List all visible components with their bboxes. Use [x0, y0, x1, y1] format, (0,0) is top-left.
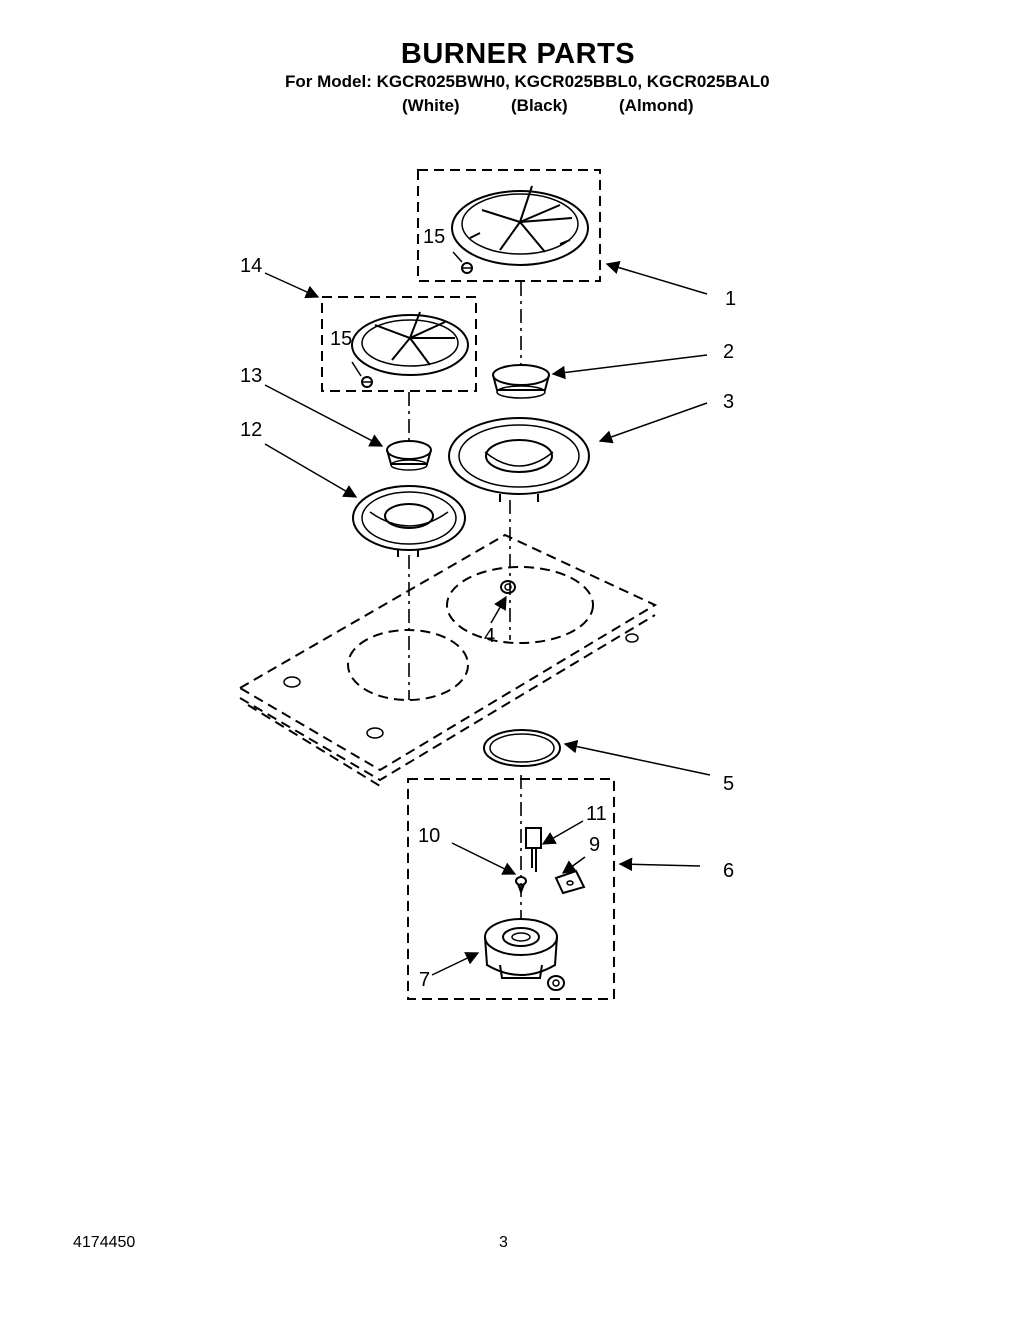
- callout-14: 14: [240, 255, 262, 277]
- cooktop-panel: [238, 533, 658, 787]
- callout-13: 13: [240, 365, 262, 387]
- large-burner-bowl: [448, 417, 590, 502]
- small-burner-cap: [386, 440, 432, 471]
- leader-lines: [264, 251, 711, 976]
- gasket-ring: [483, 729, 561, 767]
- callout-10: 10: [418, 825, 440, 847]
- page-title: BURNER PARTS: [400, 38, 636, 70]
- screw-15-small: [361, 376, 373, 388]
- callout-5: 5: [723, 773, 734, 795]
- large-burner-cap: [492, 364, 550, 399]
- callout-1: 1: [725, 288, 736, 310]
- doc-number: 4174450: [73, 1234, 136, 1251]
- callout-2: 2: [723, 341, 734, 363]
- page-number: 3: [499, 1234, 508, 1251]
- callout-12: 12: [240, 419, 262, 441]
- callout-6: 6: [723, 860, 734, 882]
- small-burner-bowl: [352, 485, 466, 557]
- callout-7: 7: [419, 969, 430, 991]
- model-line: For Model: KGCR025BWH0, KGCR025BBL0, KGC…: [285, 72, 770, 91]
- callout-4: 4: [484, 625, 495, 647]
- callout-3: 3: [723, 391, 734, 413]
- callout-11: 11: [586, 803, 607, 825]
- color-black: (Black): [511, 96, 568, 115]
- small-grate-group: [321, 296, 477, 392]
- center-lines: [408, 282, 522, 920]
- screw-15-large: [461, 262, 473, 274]
- large-grate-group: [417, 169, 601, 282]
- nut: [500, 580, 516, 594]
- callout-15-small: 15: [330, 328, 352, 350]
- color-white: (White): [402, 96, 460, 115]
- callout-15-large: 15: [423, 226, 445, 248]
- burner-base-group: [407, 778, 615, 1000]
- color-almond: (Almond): [619, 96, 694, 115]
- callout-9: 9: [589, 834, 600, 856]
